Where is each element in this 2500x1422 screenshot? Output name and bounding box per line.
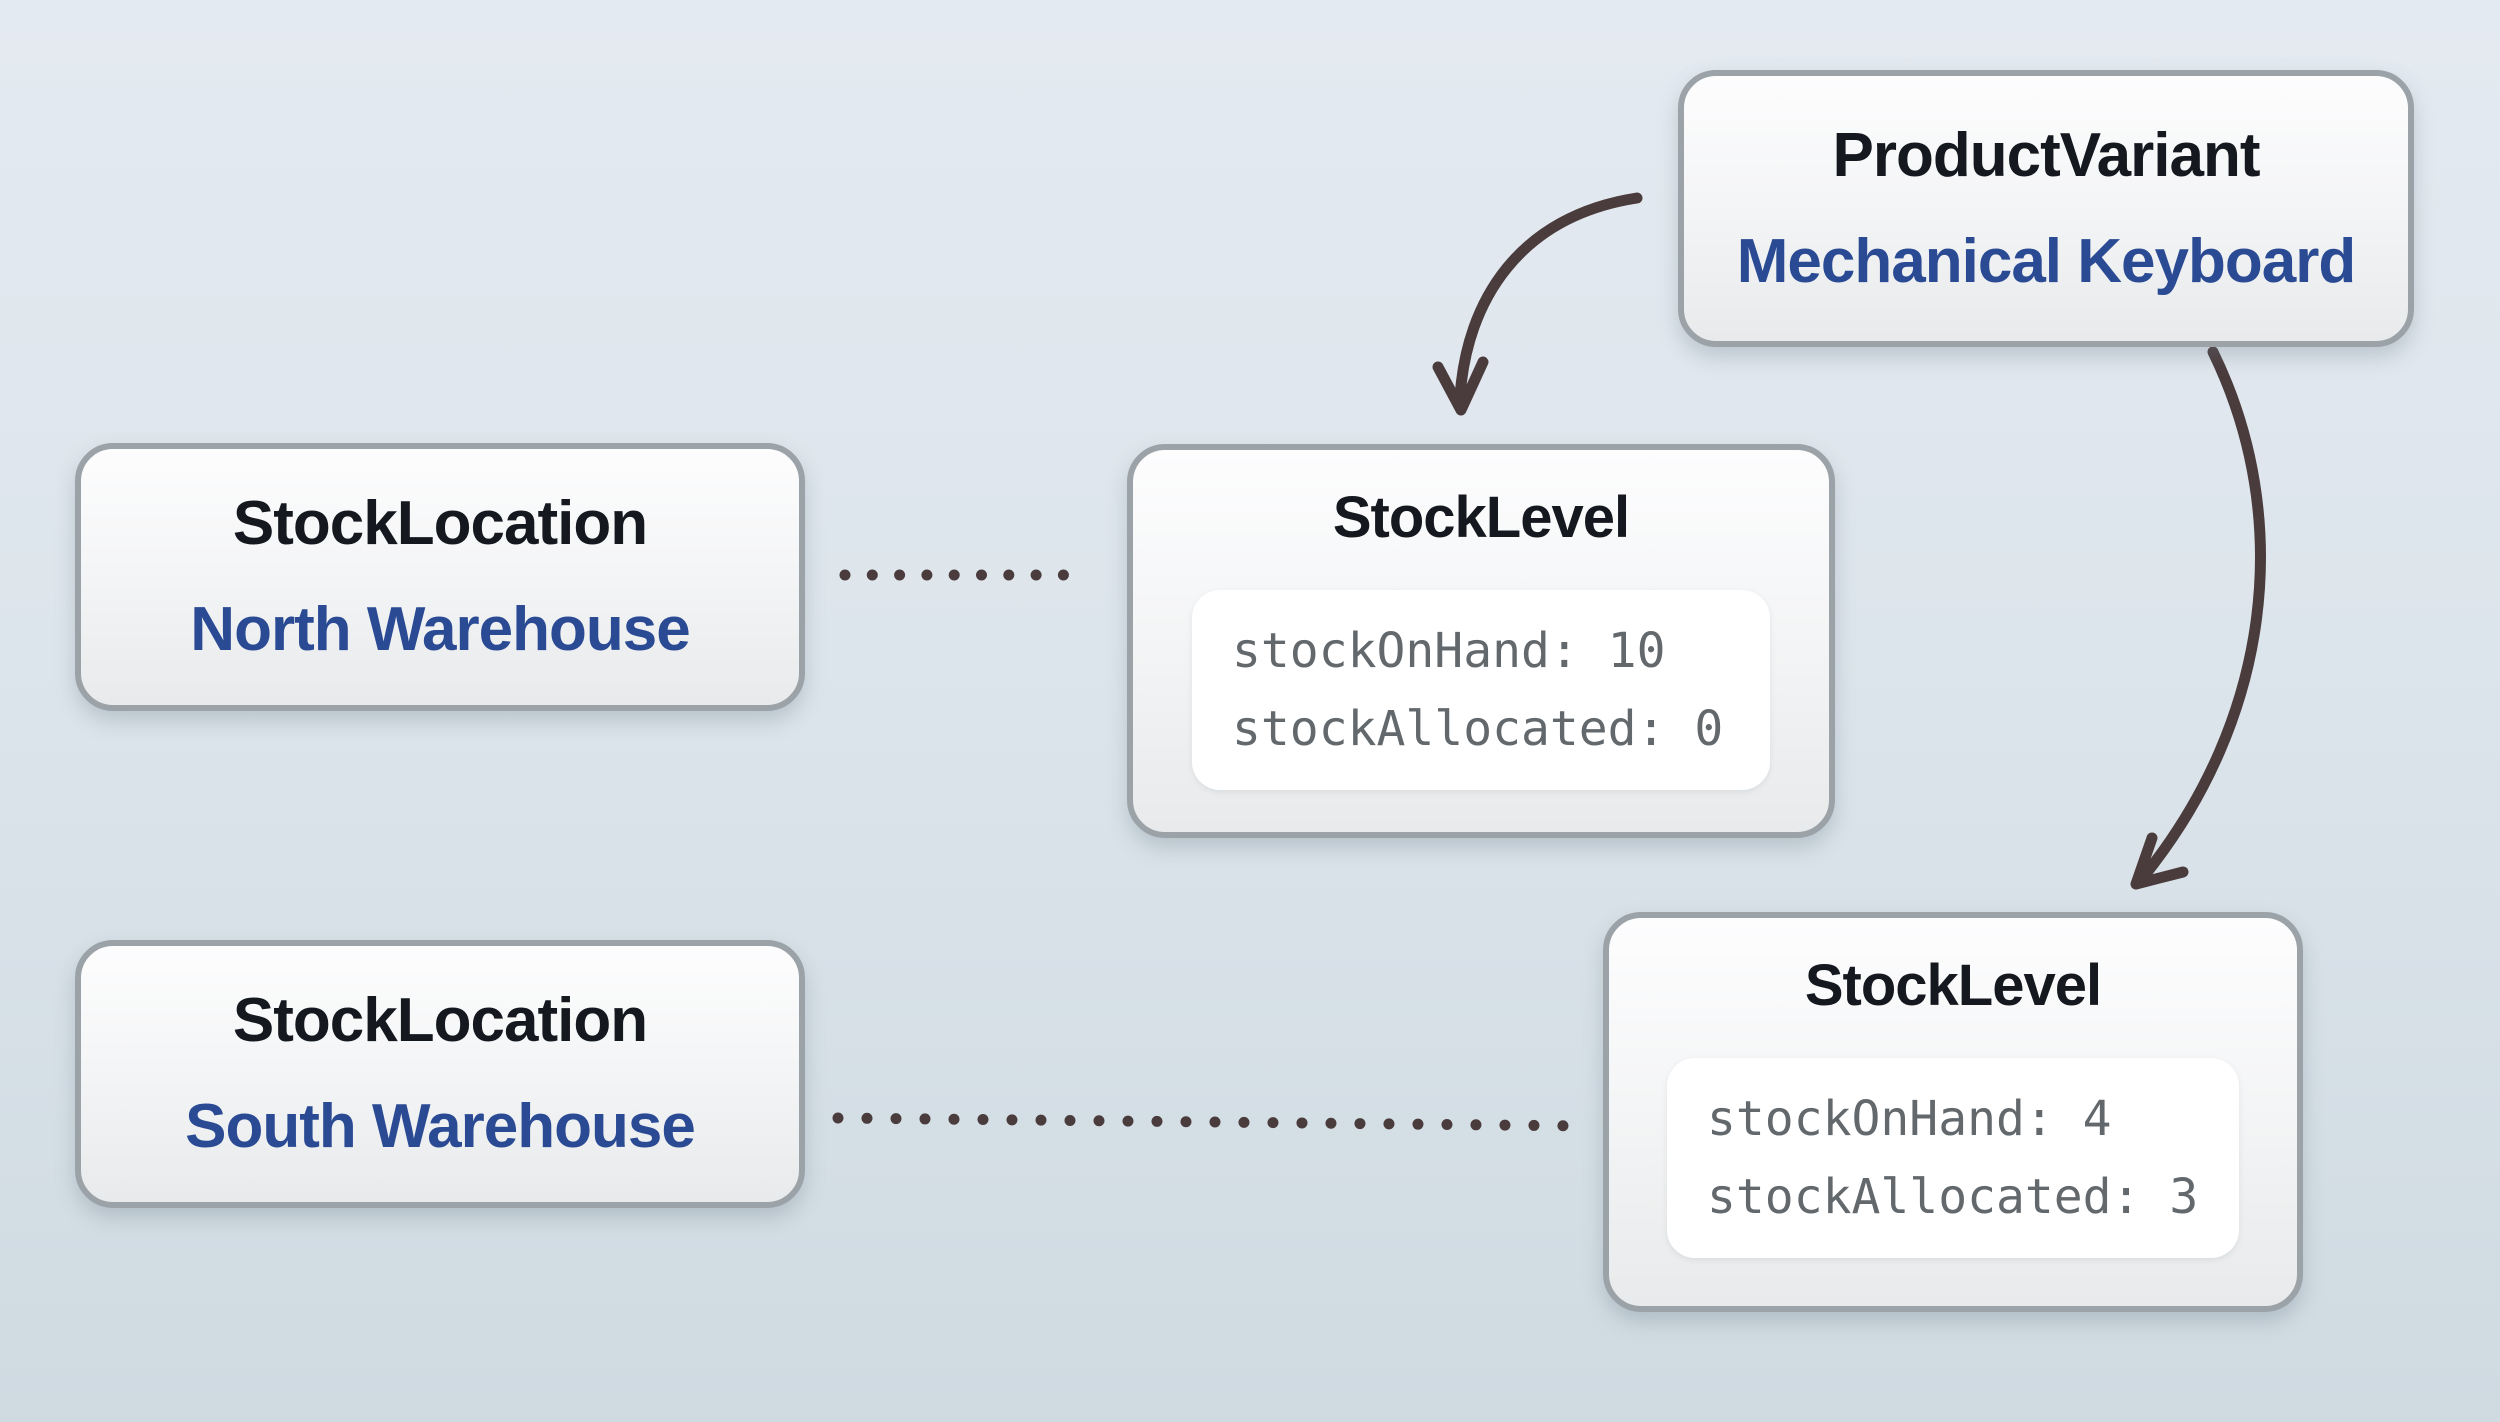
stock-level-north-card: StockLevel stockOnHand: 10 stockAllocate… — [1127, 444, 1835, 838]
stock-location-south-card: StockLocation South Warehouse — [75, 940, 805, 1208]
arrow-variant-to-stocklevel-north-icon — [1432, 192, 1643, 416]
entity-instance-label: North Warehouse — [190, 595, 690, 664]
entity-type-label: StockLocation — [232, 986, 648, 1055]
stock-on-hand-line: stockOnHand: 10 — [1232, 623, 1666, 679]
entity-type-label: StockLocation — [232, 489, 648, 558]
stock-allocated-line: stockAllocated: 3 — [1707, 1169, 2199, 1225]
arrow-shaft — [1454, 192, 1643, 404]
entity-instance-label: Mechanical Keyboard — [1736, 226, 2356, 296]
stock-allocated-line: stockAllocated: 0 — [1232, 701, 1724, 757]
stock-level-south-card: StockLevel stockOnHand: 4 stockAllocated… — [1603, 912, 2303, 1312]
stock-fields-panel: stockOnHand: 4 stockAllocated: 3 — [1667, 1058, 2239, 1258]
dotted-link-south — [832, 1112, 1594, 1132]
product-variant-card: ProductVariant Mechanical Keyboard — [1678, 70, 2414, 347]
entity-type-label: StockLevel — [1332, 485, 1630, 550]
stock-location-north-card: StockLocation North Warehouse — [75, 443, 805, 711]
arrow-head-icon — [2130, 832, 2189, 890]
stock-fields-panel: stockOnHand: 10 stockAllocated: 0 — [1192, 590, 1770, 790]
entity-type-label: ProductVariant — [1832, 120, 2261, 190]
arrow-head-icon — [1432, 356, 1489, 416]
entity-instance-label: South Warehouse — [185, 1092, 696, 1161]
stock-on-hand-line: stockOnHand: 4 — [1707, 1091, 2112, 1147]
arrow-variant-to-stocklevel-south-icon — [2130, 346, 2266, 890]
arrow-shaft — [2138, 346, 2266, 882]
entity-type-label: StockLevel — [1804, 953, 2102, 1018]
